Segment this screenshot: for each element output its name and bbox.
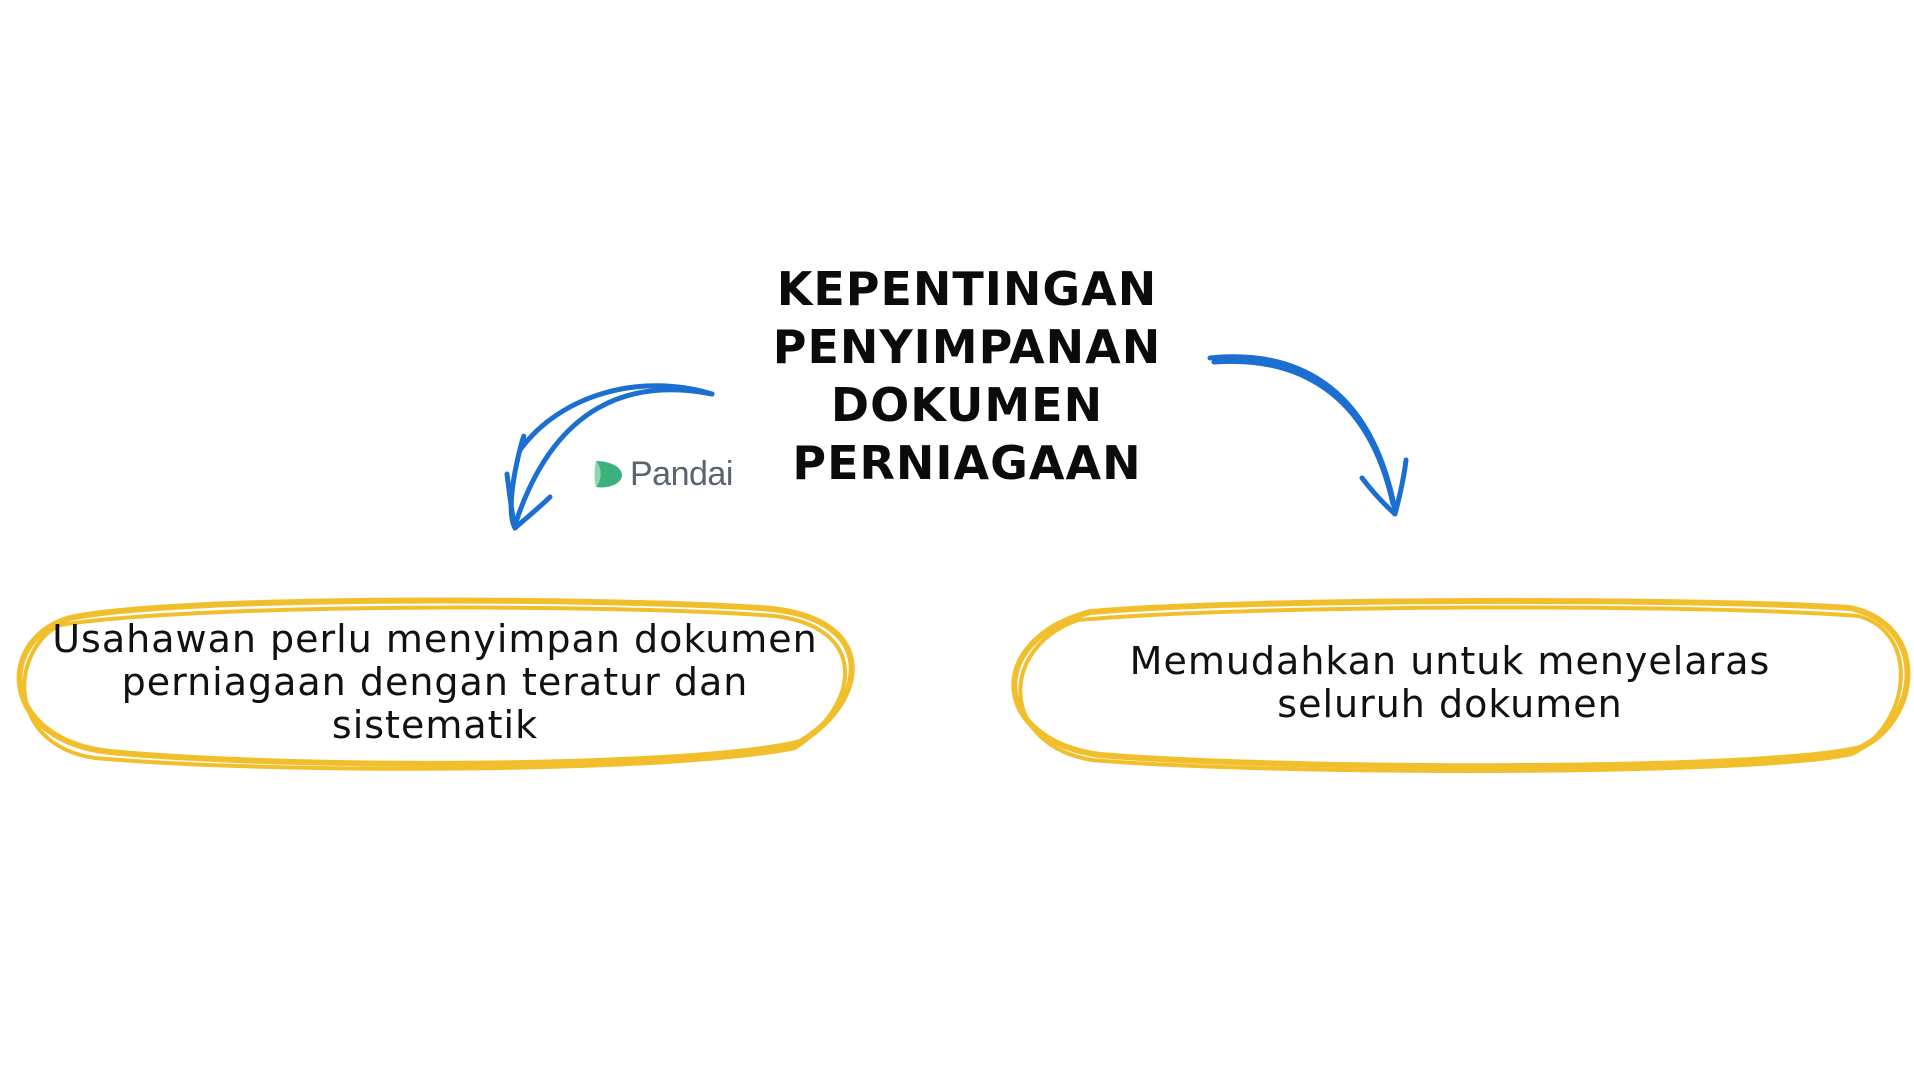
node-text-line: sistematik [331, 703, 539, 747]
pandai-logo: Pandai [592, 452, 733, 496]
node-text-line: Memudahkan untuk menyelaras [1129, 639, 1771, 683]
title-line: KEPENTINGAN [776, 262, 1158, 316]
right-node-ellipse [1011, 597, 1911, 773]
left-node-ellipse [16, 597, 855, 771]
pandai-leaf-icon [594, 461, 622, 488]
right-node-text: Memudahkan untuk menyelaras seluruh doku… [1040, 640, 1860, 726]
node-text-line: Usahawan perlu menyimpan dokumen [52, 617, 818, 661]
title-line: PERNIAGAAN [792, 436, 1142, 490]
arrow-to-left-node [504, 383, 715, 531]
title-line: PENYIMPANAN [772, 320, 1162, 374]
node-text-line: seluruh dokumen [1277, 682, 1623, 726]
left-node-text: Usahawan perlu menyimpan dokumen perniag… [30, 618, 840, 747]
logo-wordmark: Pandai [630, 454, 733, 493]
arrow-to-right-node [1207, 354, 1409, 517]
diagram-title: KEPENTINGAN PENYIMPANAN DOKUMEN PERNIAGA… [757, 260, 1177, 492]
title-line: DOKUMEN [830, 378, 1104, 432]
node-text-line: perniagaan dengan teratur dan [121, 660, 749, 704]
